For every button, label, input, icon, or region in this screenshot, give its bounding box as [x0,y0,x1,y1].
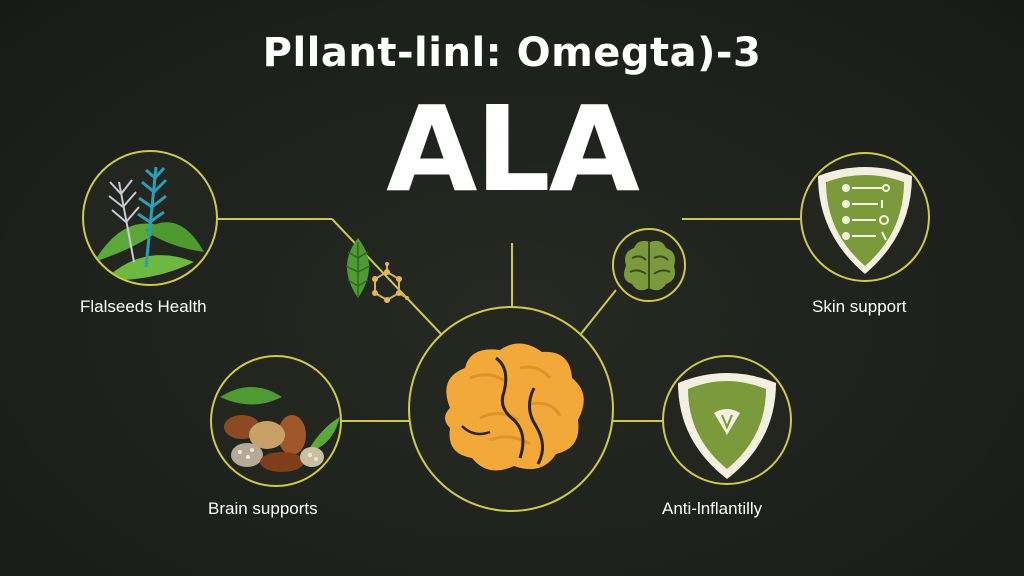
molecule-icon [372,262,409,303]
shield-icon [678,373,776,479]
skin-support-label: Skin support [812,297,907,316]
flax-plant-icon [94,166,204,281]
nuts-seeds-icon [220,387,340,472]
anti-inflammatory-label: Anti-lnflantilly [662,499,763,518]
small-brain-node [612,228,686,302]
shield-icon [818,167,912,274]
page-title: Pllant-linl: Omegta)-3 [262,30,762,76]
main-heading: ALA [386,80,640,218]
skin-shield-node [800,152,930,282]
connector-top-right-diagonal [579,289,617,336]
brain-icon [624,240,675,291]
center-brain-node [408,306,614,512]
connector-top-left-diagonal [331,218,443,336]
nuts-seeds-node [210,355,342,487]
anti-inflammatory-node [662,355,792,485]
brain-icon [445,343,584,471]
leaf-icon [345,238,371,298]
flaxseeds-label: Flalseeds Health [80,297,207,316]
brain-support-label: Brain supports [208,499,318,518]
flax-plant-node [82,150,218,286]
